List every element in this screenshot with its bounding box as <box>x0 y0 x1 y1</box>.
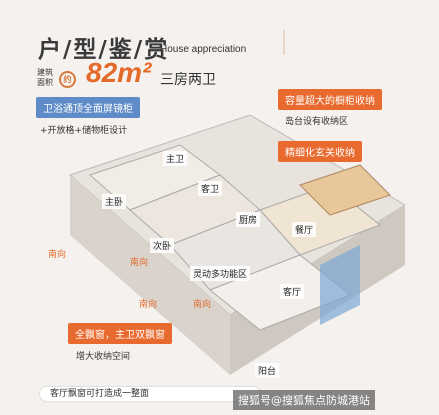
room-second-bed: 次卧 <box>150 238 175 253</box>
page-title: 户/型/鉴/赏 <box>38 37 170 63</box>
direction-south-2: 南向 <box>130 258 149 268</box>
room-flex: 灵动多功能区 <box>190 266 251 281</box>
direction-south-4: 南向 <box>193 300 212 310</box>
room-kitchen: 厨房 <box>236 212 261 227</box>
callout-big-cabinet: 容量超大的橱柜收纳 <box>278 89 382 110</box>
callout-living-window: 客厅飘窗可打造成一整面 <box>40 387 260 401</box>
room-balcony: 阳台 <box>255 363 280 378</box>
room-master-bed: 主卧 <box>102 194 127 209</box>
direction-south-3: 南向 <box>139 300 158 310</box>
title-divider <box>283 30 285 55</box>
room-dining: 餐厅 <box>292 222 317 237</box>
room-guest-bath: 客卫 <box>198 181 223 196</box>
watermark: 搜狐号@搜狐焦点防城港站 <box>233 390 375 410</box>
room-master-bath: 主卫 <box>163 151 188 166</box>
island-note: 岛台设有收纳区 <box>285 117 349 127</box>
area-label: 建筑 面积 <box>37 68 53 87</box>
layout-type: 三房两卫 <box>160 72 216 88</box>
page-subtitle: House appreciation <box>160 44 247 55</box>
room-living: 客厅 <box>280 284 305 299</box>
direction-south-1: 南向 <box>48 250 67 260</box>
bay-note: 增大收纳空间 <box>76 352 131 362</box>
area-value: 82m² <box>86 57 152 88</box>
callout-bath-mirror: 卫浴通顶全面屏镜柜 <box>36 97 140 118</box>
callout-bay-window: 全飘窗，主卫双飘窗 <box>68 323 172 344</box>
callout-foyer: 精细化玄关收纳 <box>278 141 362 162</box>
about-badge: 约 <box>59 71 76 88</box>
bath-note: +开放格+储物柜设计 <box>40 126 128 136</box>
